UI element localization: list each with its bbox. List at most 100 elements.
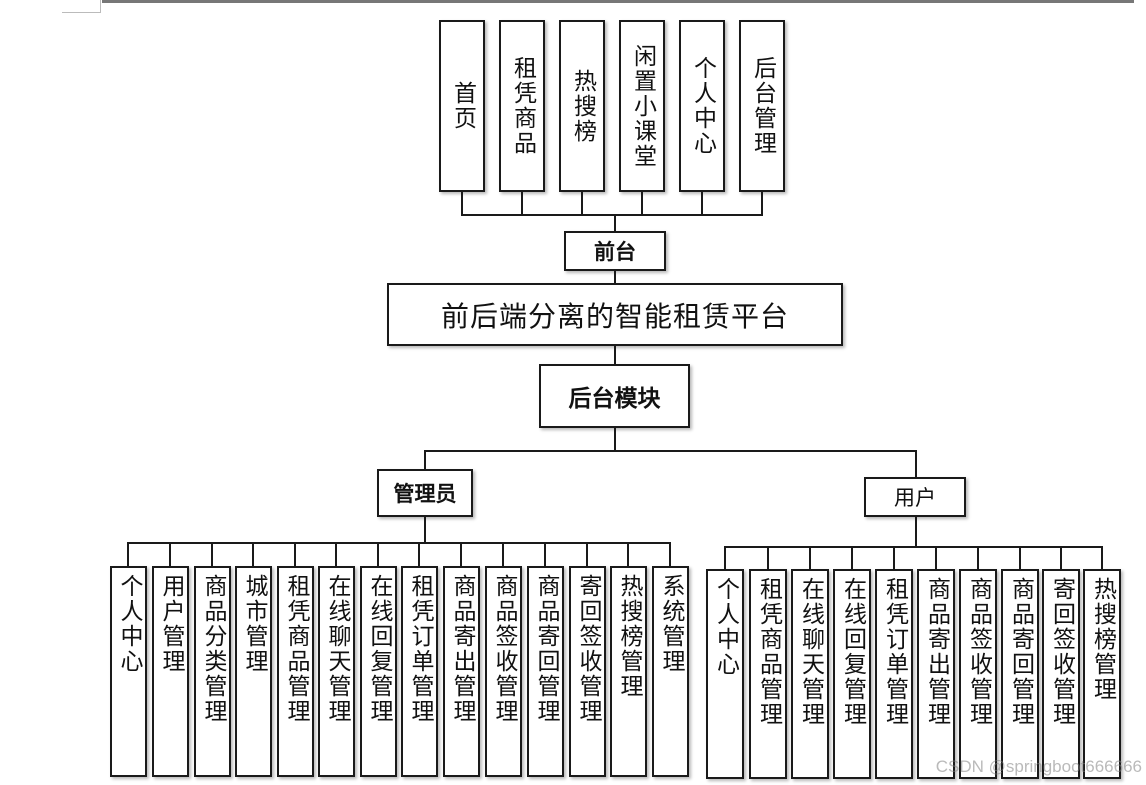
user-item: 商品寄回管理 <box>1001 569 1039 779</box>
admin-item: 寄回签收管理 <box>569 566 606 777</box>
connector-line <box>915 517 917 547</box>
admin-item-label: 商品寄回管理 <box>533 574 560 724</box>
front-item: 闲置小课堂 <box>619 20 665 192</box>
connector-line <box>460 542 462 566</box>
user-item: 商品签收管理 <box>959 569 997 779</box>
user-item: 租凭订单管理 <box>875 569 913 779</box>
connector-line <box>252 542 254 566</box>
connector-line <box>581 192 583 215</box>
connector-line <box>586 542 588 566</box>
connector-line <box>294 542 296 566</box>
connector-line <box>767 546 769 569</box>
user-item-label: 个人中心 <box>712 577 739 677</box>
connector-line <box>461 214 763 216</box>
admin-item: 城市管理 <box>235 566 272 777</box>
admin-item-label: 租凭商品管理 <box>283 574 310 724</box>
connector-line <box>502 542 504 566</box>
connector-line <box>627 542 629 566</box>
user-item-label: 租凭商品管理 <box>755 577 782 727</box>
user-item-label: 商品寄出管理 <box>923 577 950 727</box>
front-item: 个人中心 <box>679 20 725 192</box>
admin-item: 租凭订单管理 <box>401 566 438 777</box>
user-item: 商品寄出管理 <box>917 569 955 779</box>
connector-line <box>724 546 726 569</box>
connector-line <box>761 192 763 215</box>
connector-line <box>335 542 337 566</box>
connector-line <box>614 214 616 231</box>
backend-node: 后台模块 <box>539 364 690 428</box>
connector-line <box>377 542 379 566</box>
connector-line <box>701 192 703 215</box>
connector-line <box>424 450 426 469</box>
watermark: CSDN @springboot666666 <box>935 757 1142 776</box>
page-corner-mark <box>62 12 100 13</box>
admin-node-label: 管理员 <box>393 482 457 506</box>
connector-line <box>169 542 171 566</box>
user-item-label: 在线聊天管理 <box>797 577 824 727</box>
connector-line <box>614 428 616 451</box>
connector-line <box>614 346 616 364</box>
admin-item: 商品签收管理 <box>485 566 522 777</box>
user-item: 寄回签收管理 <box>1042 569 1080 779</box>
user-item: 个人中心 <box>706 569 744 779</box>
user-item: 热搜榜管理 <box>1083 569 1121 779</box>
admin-item-label: 城市管理 <box>241 574 268 674</box>
user-item-label: 在线回复管理 <box>839 577 866 727</box>
connector-line <box>669 542 671 566</box>
admin-item: 租凭商品管理 <box>277 566 314 777</box>
admin-item-label: 商品签收管理 <box>491 574 518 724</box>
connector-line <box>424 450 917 452</box>
connector-line <box>851 546 853 569</box>
admin-item-label: 租凭订单管理 <box>407 574 434 724</box>
connector-line <box>915 450 917 477</box>
admin-item: 个人中心 <box>110 566 147 777</box>
admin-item: 商品分类管理 <box>194 566 231 777</box>
front-item-label: 闲置小课堂 <box>629 43 656 169</box>
admin-item-label: 热搜榜管理 <box>616 574 643 699</box>
user-item-label: 租凭订单管理 <box>881 577 908 727</box>
user-item-label: 热搜榜管理 <box>1089 577 1116 702</box>
connector-line <box>1060 546 1062 569</box>
front-node-label: 前台 <box>594 240 636 264</box>
document-top-border <box>102 0 1134 3</box>
connector-line <box>641 192 643 215</box>
connector-line <box>127 542 671 544</box>
connector-line <box>724 546 1103 548</box>
page-corner-mark <box>100 0 101 13</box>
front-item-label: 首页 <box>449 81 476 131</box>
admin-item-label: 个人中心 <box>116 574 143 674</box>
connector-line <box>1019 546 1021 569</box>
user-node-label: 用户 <box>894 486 936 510</box>
front-item-label: 个人中心 <box>689 56 716 156</box>
front-item: 首页 <box>439 20 485 192</box>
connector-line <box>977 546 979 569</box>
admin-item: 商品寄回管理 <box>527 566 564 777</box>
admin-item-label: 商品寄出管理 <box>449 574 476 724</box>
admin-item-label: 商品分类管理 <box>200 574 227 724</box>
connector-line <box>521 192 523 215</box>
front-item-label: 租凭商品 <box>509 56 536 156</box>
connector-line <box>614 271 616 283</box>
connector-line <box>418 542 420 566</box>
platform-title: 前后端分离的智能租赁平台 <box>440 299 789 333</box>
user-item-label: 寄回签收管理 <box>1048 577 1075 727</box>
user-node: 用户 <box>864 477 966 517</box>
front-item-label: 后台管理 <box>749 56 776 156</box>
admin-item-label: 系统管理 <box>658 574 685 674</box>
front-item-label: 热搜榜 <box>569 68 596 144</box>
front-item: 热搜榜 <box>559 20 605 192</box>
user-item: 在线聊天管理 <box>791 569 829 779</box>
connector-line <box>127 542 129 566</box>
platform-node: 前后端分离的智能租赁平台 <box>387 283 843 346</box>
connector-line <box>1101 546 1103 569</box>
admin-item-label: 在线回复管理 <box>366 574 393 724</box>
admin-item: 热搜榜管理 <box>610 566 647 777</box>
connector-line <box>424 517 426 543</box>
admin-item: 在线聊天管理 <box>318 566 355 777</box>
admin-node: 管理员 <box>377 469 473 517</box>
user-item: 在线回复管理 <box>833 569 871 779</box>
front-node: 前台 <box>564 231 666 271</box>
admin-item: 用户管理 <box>152 566 189 777</box>
user-item: 租凭商品管理 <box>749 569 787 779</box>
